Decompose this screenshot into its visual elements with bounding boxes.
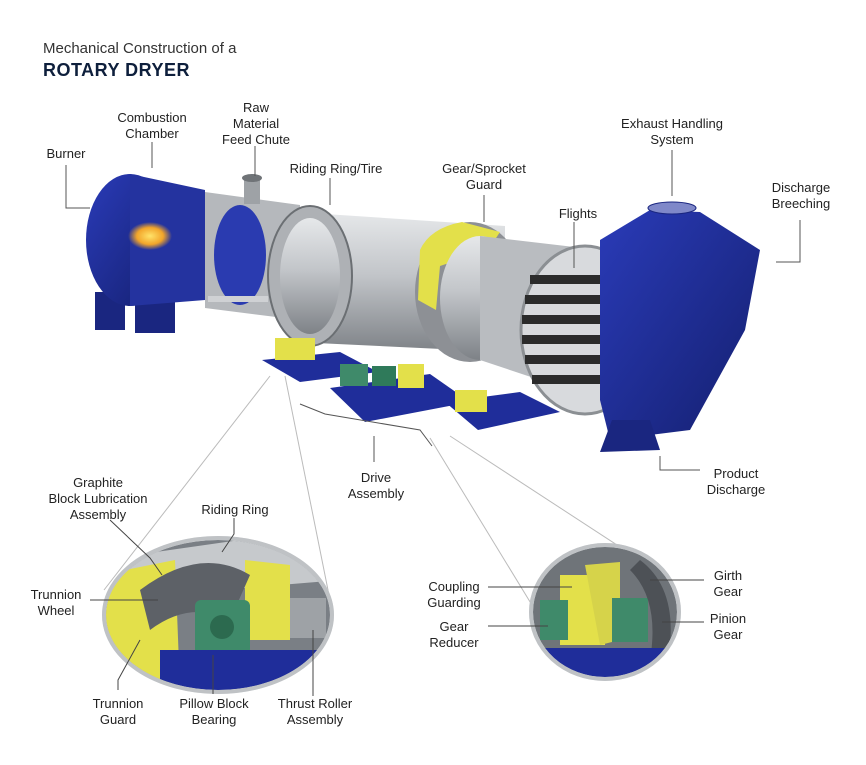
callout-gear-sprocket-guard: Gear/Sprocket Guard bbox=[442, 161, 526, 192]
callout-coupling-guarding: Coupling Guarding bbox=[427, 579, 481, 610]
discharge-breeching-shape bbox=[600, 201, 760, 452]
leader-lines bbox=[65, 142, 801, 611]
callout-trunnion-guard: Trunnion Guard bbox=[92, 696, 144, 727]
support-bases bbox=[262, 338, 560, 430]
burner-shape bbox=[86, 174, 205, 333]
detail-right-leaders bbox=[488, 579, 704, 627]
callout-girth-gear: Girth Gear bbox=[713, 568, 743, 599]
callout-burner: Burner bbox=[46, 146, 86, 161]
callout-riding-ring: Riding Ring bbox=[201, 502, 269, 517]
callout-drive-assembly: Drive Assembly bbox=[347, 470, 405, 501]
callout-trunnion-wheel: Trunnion Wheel bbox=[30, 587, 82, 618]
callout-pinion-gear: Pinion Gear bbox=[709, 611, 747, 642]
rotary-drum-shell bbox=[267, 205, 651, 416]
callout-flights: Flights bbox=[558, 206, 598, 221]
title-line-2: ROTARY DRYER bbox=[43, 60, 191, 80]
callout-thrust-roller-assembly: Thrust Roller Assembly bbox=[277, 696, 353, 727]
detail-right-circle bbox=[529, 543, 681, 681]
title-line-1: Mechanical Construction of a bbox=[43, 40, 237, 57]
callout-pillow-block-bearing: Pillow Block Bearing bbox=[179, 696, 249, 727]
callout-graphite-block-lubrication: Graphite Block Lubrication Assembly bbox=[48, 475, 148, 522]
detail-left-circle bbox=[102, 536, 334, 694]
callout-combustion-chamber: Combustion Chamber bbox=[117, 110, 187, 141]
callout-exhaust-handling-system: Exhaust Handling System bbox=[621, 116, 723, 147]
detail-left-leaders bbox=[90, 518, 314, 696]
callout-product-discharge: Product Discharge bbox=[706, 466, 766, 497]
callout-raw-material-feed-chute: Raw Material Feed Chute bbox=[222, 100, 290, 147]
callout-gear-reducer: Gear Reducer bbox=[429, 619, 479, 650]
callout-riding-ring-tire: Riding Ring/Tire bbox=[289, 161, 383, 176]
callout-discharge-breeching: Discharge Breeching bbox=[771, 180, 831, 211]
